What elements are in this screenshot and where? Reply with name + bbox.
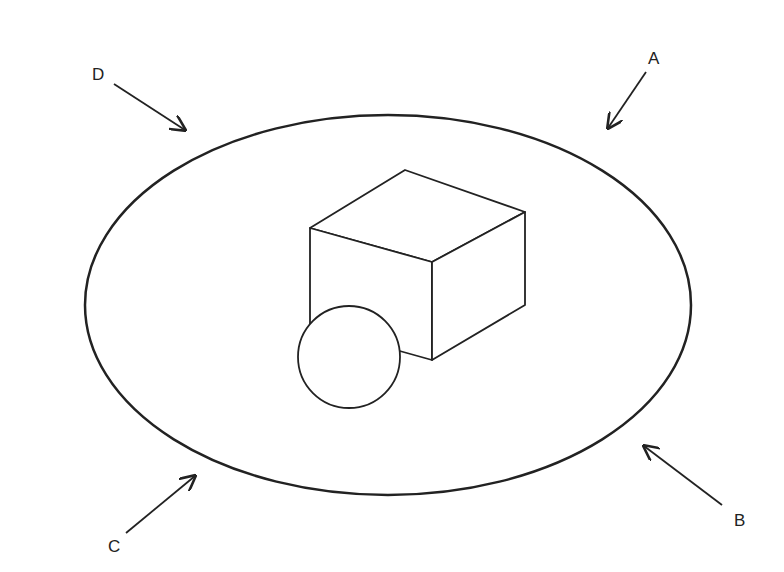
region-ellipse <box>85 115 691 495</box>
view-label: C <box>108 538 120 555</box>
view-label: B <box>734 512 745 529</box>
view-label: D <box>92 66 104 83</box>
sphere <box>298 306 400 408</box>
view-arrows <box>114 72 722 533</box>
view-label: A <box>648 50 659 67</box>
